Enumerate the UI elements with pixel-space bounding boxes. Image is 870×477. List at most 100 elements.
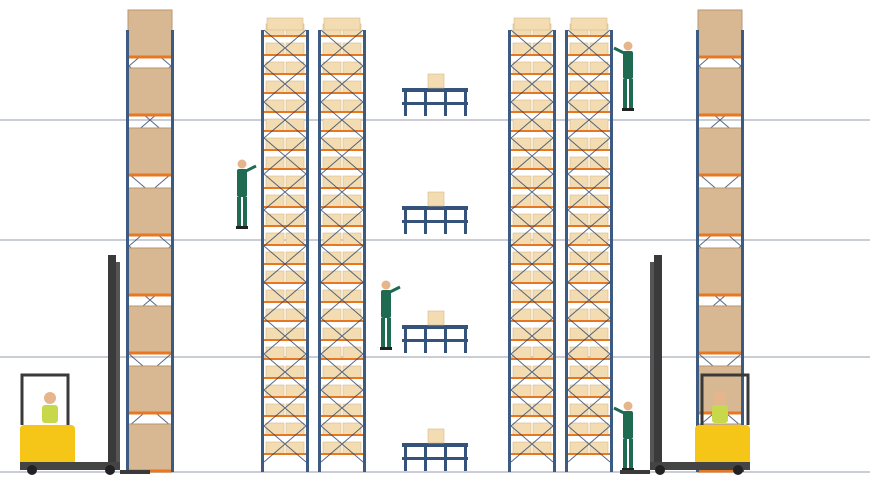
forklift-mast xyxy=(108,255,116,470)
worker-head xyxy=(238,160,247,169)
pallet-box xyxy=(286,366,304,378)
rack-upright xyxy=(508,30,511,472)
rack-upright xyxy=(610,30,613,472)
pallet-box xyxy=(343,309,361,321)
worker-torso xyxy=(381,290,391,318)
pallet-box xyxy=(323,328,341,340)
large-box xyxy=(128,424,172,472)
pallet-box xyxy=(533,309,551,321)
pallet-box xyxy=(513,423,531,435)
cart-shelf xyxy=(402,457,468,460)
pallet-box xyxy=(343,62,361,74)
pallet-box xyxy=(513,385,531,397)
rack-upright xyxy=(306,30,309,472)
cart-top xyxy=(402,206,468,210)
pallet-box xyxy=(323,385,341,397)
rack-upright xyxy=(565,30,568,472)
center-rack-2 xyxy=(318,18,366,472)
rack-upright xyxy=(126,30,129,472)
pallet-box xyxy=(571,18,607,30)
center-rack-1 xyxy=(261,18,309,472)
pallet-box xyxy=(570,138,588,150)
pallet-box xyxy=(323,138,341,150)
worker-leg xyxy=(623,439,627,469)
pallet-box xyxy=(286,138,304,150)
pallet-box xyxy=(343,233,361,245)
cart-shelf xyxy=(402,339,468,342)
forklift-mast xyxy=(654,255,662,470)
worker-leg xyxy=(629,79,633,109)
pallet-box xyxy=(286,404,304,416)
rack-upright xyxy=(363,30,366,472)
picking-cart-icon xyxy=(402,192,468,234)
pallet-box xyxy=(343,404,361,416)
pallet-box xyxy=(343,423,361,435)
worker-head xyxy=(382,281,391,290)
pallet-box xyxy=(533,328,551,340)
rack-upright xyxy=(318,30,321,472)
pallet-box xyxy=(324,18,360,30)
pallet-box xyxy=(343,252,361,264)
worker-leg xyxy=(243,197,247,227)
pallet-box xyxy=(286,328,304,340)
picking-cart-icon xyxy=(402,311,468,353)
order-picker-worker-icon xyxy=(614,42,634,112)
pallet-box xyxy=(590,423,608,435)
forklift-wheel xyxy=(105,465,115,475)
pallet-box xyxy=(266,347,284,359)
pallet-box xyxy=(570,252,588,264)
pallet-box xyxy=(570,233,588,245)
pallet-box xyxy=(323,347,341,359)
forklift-body xyxy=(695,425,750,465)
pallet-box xyxy=(343,138,361,150)
pallet-box xyxy=(286,309,304,321)
pallet-box xyxy=(533,233,551,245)
pallet-box xyxy=(343,385,361,397)
pallet-box xyxy=(286,62,304,74)
pallet-box xyxy=(266,309,284,321)
picking-cart-icon xyxy=(402,429,468,471)
pallet-box xyxy=(286,347,304,359)
picking-cart-icon xyxy=(402,74,468,116)
worker-leg xyxy=(623,79,627,109)
large-box xyxy=(698,128,742,176)
rack-upright xyxy=(696,30,699,472)
forklift-forks xyxy=(620,470,650,474)
pallet-box xyxy=(343,366,361,378)
pallet-box xyxy=(590,404,608,416)
large-box xyxy=(128,10,172,58)
pallet-box xyxy=(266,252,284,264)
center-rack-4 xyxy=(565,18,613,472)
pallet-box xyxy=(428,192,444,206)
order-picker-worker-icon xyxy=(236,160,256,230)
pallet-box xyxy=(570,385,588,397)
pallet-box xyxy=(343,347,361,359)
pallet-box xyxy=(533,138,551,150)
pallet-box xyxy=(570,62,588,74)
driver-vest xyxy=(42,405,58,423)
pallet-box xyxy=(570,328,588,340)
forklift-forks xyxy=(120,470,150,474)
large-box xyxy=(128,68,172,116)
pallet-box xyxy=(570,347,588,359)
pallet-box xyxy=(323,233,341,245)
driver-head xyxy=(44,392,56,404)
large-box xyxy=(698,248,742,296)
pallet-box xyxy=(590,366,608,378)
pallet-box xyxy=(267,18,303,30)
order-picker-worker-icon xyxy=(614,402,634,472)
pallet-box xyxy=(590,138,608,150)
pallet-box xyxy=(428,429,444,443)
driver-vest xyxy=(712,405,728,423)
large-box xyxy=(698,10,742,58)
pallet-box xyxy=(266,138,284,150)
worker-shoes xyxy=(380,347,392,350)
pallet-box xyxy=(428,311,444,325)
pallet-box xyxy=(323,404,341,416)
pallet-box xyxy=(514,18,550,30)
worker-leg xyxy=(237,197,241,227)
pallet-box xyxy=(513,309,531,321)
pallet-box xyxy=(590,328,608,340)
pallet-box xyxy=(323,62,341,74)
